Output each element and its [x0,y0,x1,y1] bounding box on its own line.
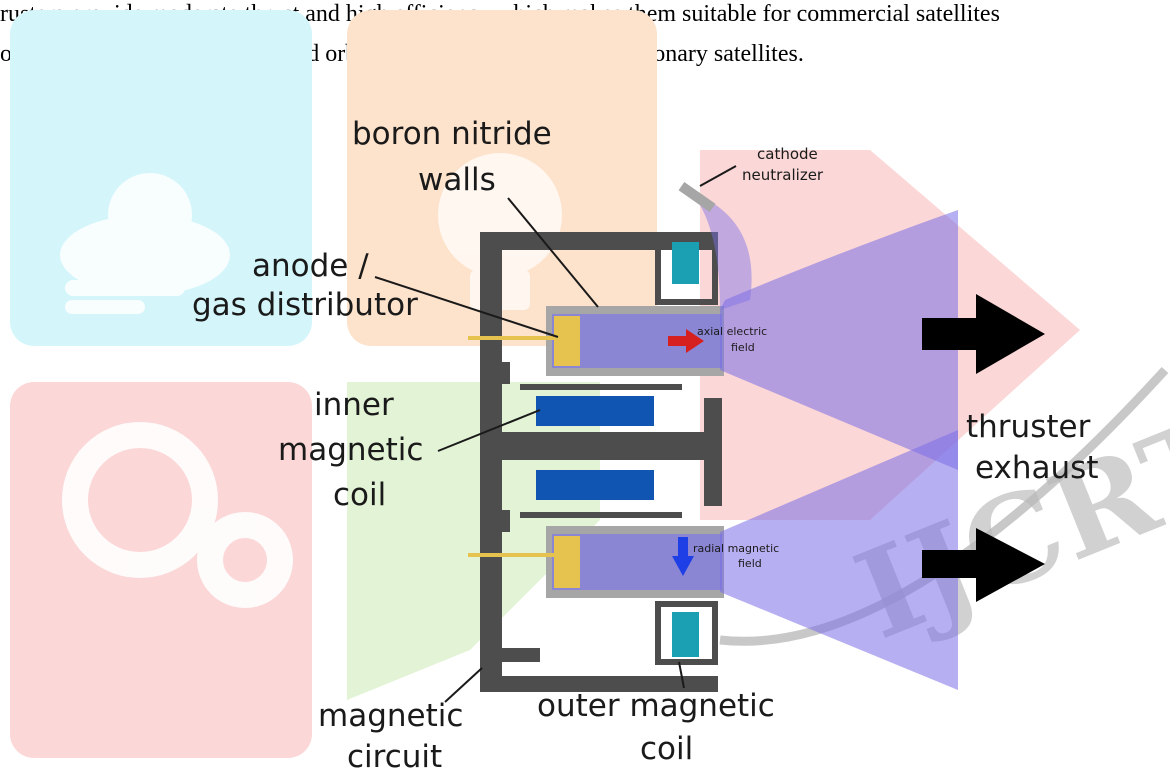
label-anode-line2: gas distributor [192,287,418,323]
anode-bottom [554,536,580,588]
plume-lower [720,430,958,690]
label-inner-coil-line3: coil [333,477,386,513]
inner-magnetic-coil-bottom [536,470,654,500]
label-inner-coil-line1: inner [314,387,394,423]
outer-magnetic-coil-bottom [672,612,699,657]
thruster-plume [700,200,958,690]
gas-feed-bottom [468,553,554,557]
gear-icon [62,422,293,608]
label-boron-nitride-line1: boron nitride [352,116,552,152]
label-magnetic-circuit-line2: circuit [347,739,442,770]
anode-top [554,316,580,366]
cathode-neutralizer [678,182,716,212]
label-outer-coil-line2: coil [640,731,693,767]
label-radial-line1: radial magnetic [693,542,779,555]
radial-magnetic-field-arrow [672,537,694,576]
label-exhaust-line1: thruster [966,409,1091,445]
inner-magnetic-coil-top [536,396,654,426]
axial-electric-field-arrow [668,329,704,353]
inner-pole-plate-top [520,384,682,390]
watermark-green-panel [347,382,600,700]
plume-neutralizer [700,200,752,310]
label-boron-nitride-line2: walls [418,162,496,198]
label-radial-line2: field [738,557,762,570]
label-exhaust-line2: exhaust [975,450,1098,486]
outer-coil-housing-top [655,233,718,305]
label-cathode-line2: neutralizer [742,166,824,184]
label-anode-line1: anode / [252,248,369,284]
exhaust-arrow-bottom [922,528,1045,602]
label-magnetic-circuit-line1: magnetic [318,698,463,734]
label-cathode-line1: cathode [757,145,818,163]
label-outer-coil-line1: outer magnetic [537,688,775,724]
cloud-icon [60,173,230,314]
label-inner-coil-line2: magnetic [278,432,423,468]
inner-pole-plate-bottom [520,512,682,518]
plume-upper [720,210,958,470]
channel-bottom [468,526,724,598]
leader-lines [374,165,737,703]
discharge-channel-bottom [552,534,722,590]
label-axial-line2: field [731,341,755,354]
outer-magnetic-coil-top [672,242,699,284]
label-axial-line1: axial electric [697,325,767,338]
gas-feed-top [468,336,554,340]
exhaust-arrow-top [922,294,1045,374]
outer-coil-housing-bottom [655,601,718,665]
